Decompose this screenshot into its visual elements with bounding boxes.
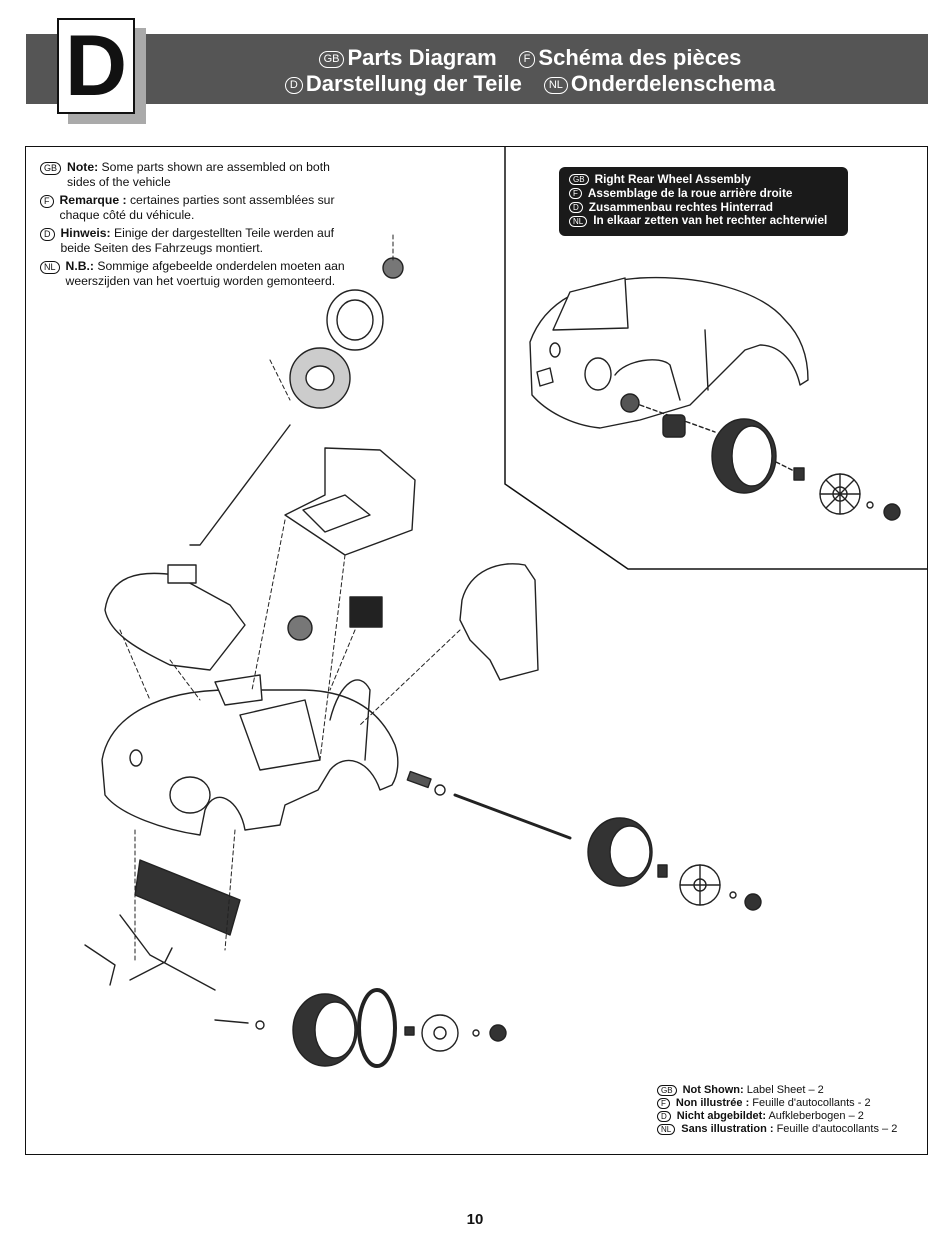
rear-fender-part bbox=[459, 563, 539, 681]
rear-wheel-parts bbox=[587, 817, 762, 911]
note-label: Hinweis: bbox=[60, 226, 111, 240]
diagram-frame bbox=[25, 146, 928, 1155]
note-nl: NL N.B.: Sommige afgebeelde onderdelen m… bbox=[40, 259, 360, 289]
lang-badge: NL bbox=[657, 1124, 676, 1135]
lang-badge: D bbox=[657, 1111, 671, 1122]
section-letter: D bbox=[64, 18, 128, 114]
inset-car-body bbox=[529, 276, 809, 429]
battery-part bbox=[287, 596, 383, 641]
steering-linkage bbox=[84, 859, 241, 991]
note-gb: GB Note: Some parts shown are assembled … bbox=[40, 160, 360, 190]
lang-badge: F bbox=[569, 188, 582, 200]
lang-badge: GB bbox=[40, 162, 62, 175]
note-d: D Hinweis: Einige der dargestellten Teil… bbox=[40, 226, 360, 256]
note-label: Remarque : bbox=[59, 193, 127, 207]
callout-text: In elkaar zetten van het rechter achterw… bbox=[593, 213, 828, 228]
hood-part bbox=[104, 564, 246, 671]
seat-part bbox=[284, 447, 416, 556]
lang-badge: D bbox=[40, 228, 55, 241]
main-car-body bbox=[101, 674, 399, 836]
assembly-lines bbox=[119, 234, 461, 961]
title-d: Darstellung der Teile bbox=[305, 71, 522, 96]
title-f: Schéma des pièces bbox=[538, 45, 742, 70]
lang-badge: GB bbox=[318, 51, 345, 68]
lang-badge: D bbox=[284, 77, 303, 94]
note-text: Sommige afgebeelde onderdelen moeten aan… bbox=[65, 259, 345, 288]
not-shown-block: GB Not Shown: Label Sheet – 2 F Non illust… bbox=[657, 1084, 897, 1136]
not-shown-text: Label Sheet – 2 bbox=[743, 1084, 824, 1096]
lang-badge: F bbox=[40, 195, 54, 208]
front-wheel-parts bbox=[214, 988, 507, 1068]
page-number: 10 bbox=[466, 1211, 484, 1228]
note-f: F Remarque : certaines parties sont asse… bbox=[40, 193, 360, 223]
notes-block: GB Note: Some parts shown are assembled … bbox=[40, 160, 360, 292]
not-shown-label: Not Shown: bbox=[682, 1084, 744, 1096]
lang-badge: NL bbox=[40, 261, 60, 274]
note-label: Note: bbox=[67, 160, 99, 174]
title-nl: Onderdelenschema bbox=[570, 71, 776, 96]
lang-badge: GB bbox=[657, 1085, 677, 1096]
lang-badge: F bbox=[518, 51, 536, 68]
callout-text: Assemblage de la roue arrière droite bbox=[587, 185, 793, 200]
lang-badge: NL bbox=[569, 215, 588, 227]
steering-parts bbox=[189, 257, 404, 546]
rear-axle bbox=[406, 770, 572, 840]
not-shown-text: Feuille d'autocollants – 2 bbox=[773, 1123, 898, 1135]
callout-text: Zusammenbau rechtes Hinterrad bbox=[588, 199, 773, 214]
title-gb: Parts Diagram bbox=[347, 45, 497, 70]
not-shown-label: Sans illustration : bbox=[681, 1123, 774, 1135]
not-shown-label: Non illustrée : bbox=[675, 1097, 750, 1109]
lang-badge: F bbox=[657, 1098, 670, 1109]
callout-text: Right Rear Wheel Assembly bbox=[594, 172, 751, 186]
right-rear-wheel-callout: GB Right Rear Wheel Assembly F Assemblage … bbox=[559, 167, 848, 236]
note-label: N.B.: bbox=[65, 259, 94, 273]
inset-wheel-parts bbox=[639, 404, 901, 521]
note-text: Einige der dargestellten Teile werden au… bbox=[60, 226, 334, 255]
not-shown-text: Feuille d'autocollants - 2 bbox=[749, 1097, 871, 1109]
lang-badge: NL bbox=[543, 77, 568, 94]
header-bar bbox=[26, 34, 928, 104]
lang-badge: GB bbox=[569, 174, 589, 186]
lang-badge: D bbox=[569, 201, 583, 213]
not-shown-text: Aufkleberbogen – 2 bbox=[766, 1110, 864, 1122]
section-badge: D bbox=[57, 18, 135, 114]
note-text: Some parts shown are assembled on both s… bbox=[67, 160, 330, 189]
not-shown-label: Nicht abgebildet: bbox=[676, 1110, 767, 1122]
note-text: certaines parties sont assemblées sur ch… bbox=[59, 193, 335, 222]
